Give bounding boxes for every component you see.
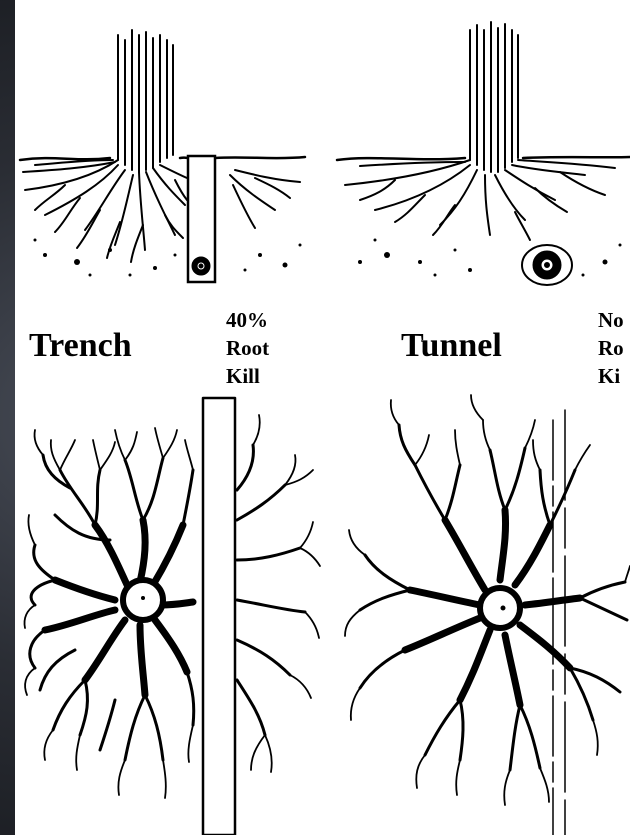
soil-right <box>358 239 622 277</box>
trench-caption: 40% Root Kill <box>226 306 269 390</box>
roots-right <box>345 160 615 240</box>
trench-caption-line-2: Root <box>226 334 269 362</box>
tunnel-caption-line-3: Ki <box>598 362 624 390</box>
tunnel-title: Tunnel <box>401 327 502 365</box>
trench-title: Trench <box>29 327 132 365</box>
trunk-right <box>470 22 518 172</box>
root-ball-right <box>480 588 520 628</box>
tunnel-caption-line-1: No <box>598 306 624 334</box>
trench-plan-view <box>24 398 320 835</box>
trench-strip <box>203 398 235 835</box>
soil-left <box>34 239 302 277</box>
roots-left <box>23 160 300 262</box>
diagram-slide: Trench 40% Root Kill Tunnel No Ro Ki <box>15 0 630 835</box>
tunnel-caption: No Ro Ki <box>598 306 624 390</box>
trench-caption-line-1: 40% <box>226 306 269 334</box>
tunnel-path-lines <box>553 410 565 835</box>
ground-line-left <box>20 157 305 160</box>
root-damage-diagram <box>15 0 630 835</box>
tunnel-caption-line-2: Ro <box>598 334 624 362</box>
trench-caption-line-3: Kill <box>226 362 269 390</box>
trench-cross-section <box>20 30 305 282</box>
trunk-left <box>118 30 173 172</box>
tunnel-cross-section <box>337 22 630 285</box>
